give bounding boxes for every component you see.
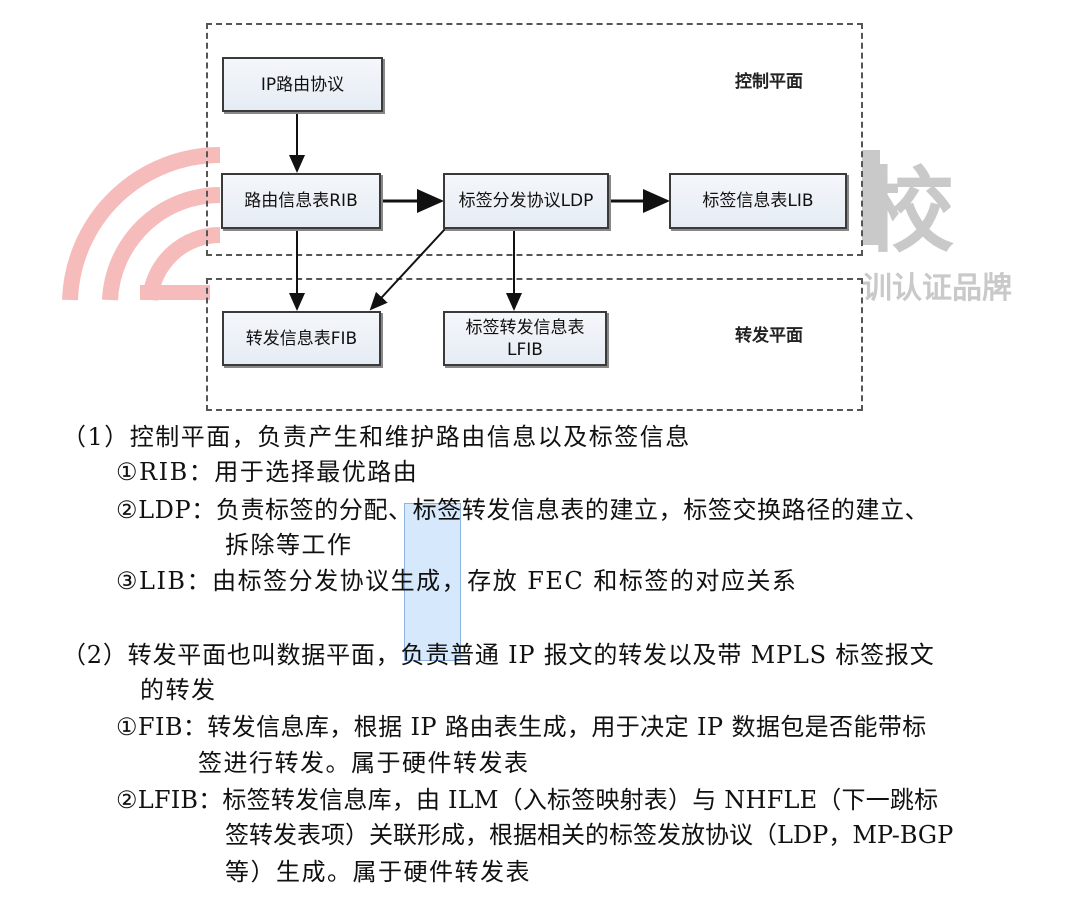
section-2-cont: 的转发 xyxy=(140,676,217,704)
section-2-heading: （2）转发平面也叫数据平面，负责普通 IP 报文的转发以及带 MPLS 标签报文 xyxy=(62,641,935,669)
section-1-heading: （1）控制平面，负责产生和维护路由信息以及标签信息 xyxy=(62,423,691,451)
forwarding-plane-label: 转发平面 xyxy=(735,326,803,346)
box-lfib: 标签转发信息表 LFIB xyxy=(443,311,607,366)
item-ldp: ②LDP：负责标签的分配、标签转发信息表的建立，标签交换路径的建立、 xyxy=(116,496,930,524)
arrow-ldp-to-fib xyxy=(369,228,446,311)
item-lfib-cont: 签转发表项）关联形成，根据相关的标签发放协议（LDP，MP-BGP xyxy=(225,821,954,849)
lfib-line-1: 标签转发信息表 xyxy=(465,317,585,338)
box-ip-routing-protocol: IP路由协议 xyxy=(222,57,383,112)
item-ldp-cont: 拆除等工作 xyxy=(225,531,353,559)
item-lib: ③LIB：由标签分发协议生成，存放 FEC 和标签的对应关系 xyxy=(116,567,798,595)
item-fib: ①FIB：转发信息库，根据 IP 路由表生成，用于决定 IP 数据包是否能带标 xyxy=(116,713,927,741)
text-selection-highlight xyxy=(404,503,461,661)
control-plane-label: 控制平面 xyxy=(735,72,803,92)
item-lfib: ②LFIB：标签转发信息库，由 ILM（入标签映射表）与 NHFLE（下一跳标 xyxy=(116,786,939,814)
item-rib: ①RIB：用于选择最优路由 xyxy=(116,458,419,486)
watermark-logo: 校 训认证品牌 xyxy=(62,147,1012,306)
box-rib: 路由信息表RIB xyxy=(221,173,381,229)
box-ldp: 标签分发协议LDP xyxy=(443,173,609,229)
lfib-line-2: LFIB xyxy=(507,339,543,360)
item-fib-cont: 签进行转发。属于硬件转发表 xyxy=(198,749,530,777)
svg-text:训认证品牌: 训认证品牌 xyxy=(862,271,1012,306)
item-lfib-cont2: 等）生成。属于硬件转发表 xyxy=(225,858,531,886)
diagram-arrows xyxy=(289,112,670,311)
box-fib: 转发信息表FIB xyxy=(222,311,381,366)
control-plane-region xyxy=(206,23,863,256)
forwarding-plane-region xyxy=(206,278,863,411)
box-lib: 标签信息表LIB xyxy=(669,173,847,229)
